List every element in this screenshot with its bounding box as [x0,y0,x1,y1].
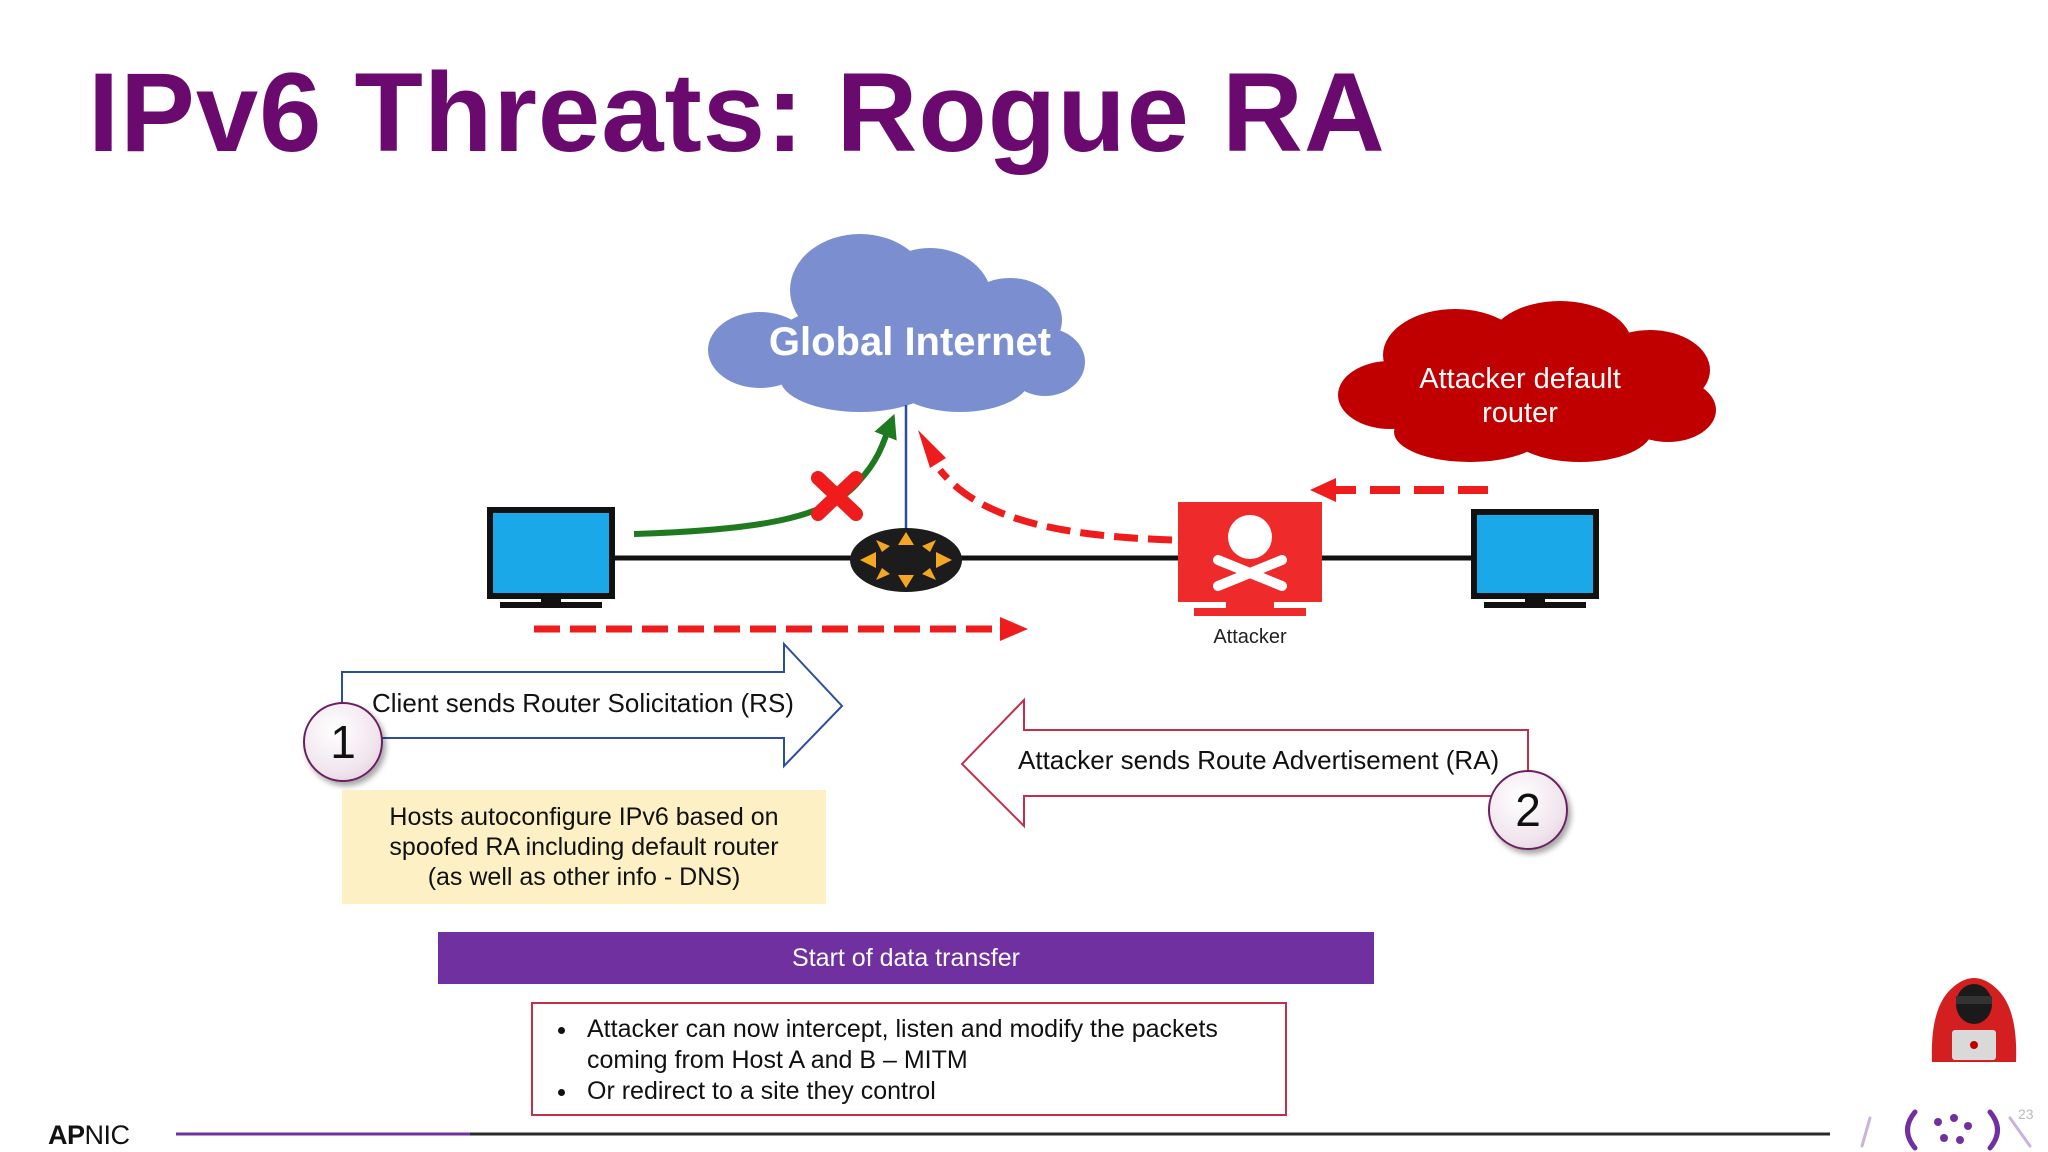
rogue-route-arrow [937,467,1173,544]
hacker-icon [1931,978,2017,1062]
page-number: 23 [2018,1106,2034,1122]
hosts-note-line: spoofed RA including default router [389,833,779,861]
attacker-cloud-arrowhead [1310,478,1336,502]
internet-cloud-label: Global Internet [768,320,1052,364]
mitm-list-item: Or redirect to a site they control [579,1076,1271,1107]
ra-arrow-shape [960,697,1529,829]
hosts-note-line: (as well as other info - DNS) [427,863,741,891]
mitm-list-item: Attacker can now intercept, listen and m… [579,1014,1271,1076]
attacker-cloud-icon [1338,301,1716,462]
page-title: IPv6 Threats: Rogue RA [88,50,1386,175]
attacker-label: Attacker [1213,626,1287,648]
step-2-badge: 2 [1488,770,1568,850]
attacker-cloud-label: Attacker default router [1419,363,1621,429]
attacker-skull-icon [1178,502,1322,616]
mitm-list: Attacker can now intercept, listen and m… [551,1014,1271,1107]
data-transfer-label: Start of data transfer [792,943,1020,972]
hosts-autoconfigure-note: Hosts autoconfigure IPv6 based on spoofe… [342,790,826,904]
rs-step-label: Client sends Router Solicitation (RS) [372,688,794,718]
rogue-route-arrowhead [918,430,946,468]
mitm-consequences-box: Attacker can now intercept, listen and m… [531,1002,1287,1116]
blocked-x-icon [811,471,863,521]
data-transfer-bar: Start of data transfer [438,932,1374,984]
ra-step-label: Attacker sends Route Advertisement (RA) [1018,745,1500,775]
router-icon [850,528,962,592]
host-a-computer-icon [487,507,615,608]
host-b-computer-icon [1471,509,1599,608]
apnic-logo-rest: NIC [84,1120,131,1150]
apnic-logo: APNIC [48,1120,130,1151]
step-1-badge: 1 [303,702,383,782]
apnic-logo-bold: AP [48,1120,85,1150]
hosts-note-line: Hosts autoconfigure IPv6 based on [389,803,779,831]
rs-arrow-shape [341,641,844,769]
internet-cloud-icon [708,234,1085,412]
apnic-dots-icon [1860,1109,2032,1151]
rs-dashed-arrowhead [1000,617,1028,641]
